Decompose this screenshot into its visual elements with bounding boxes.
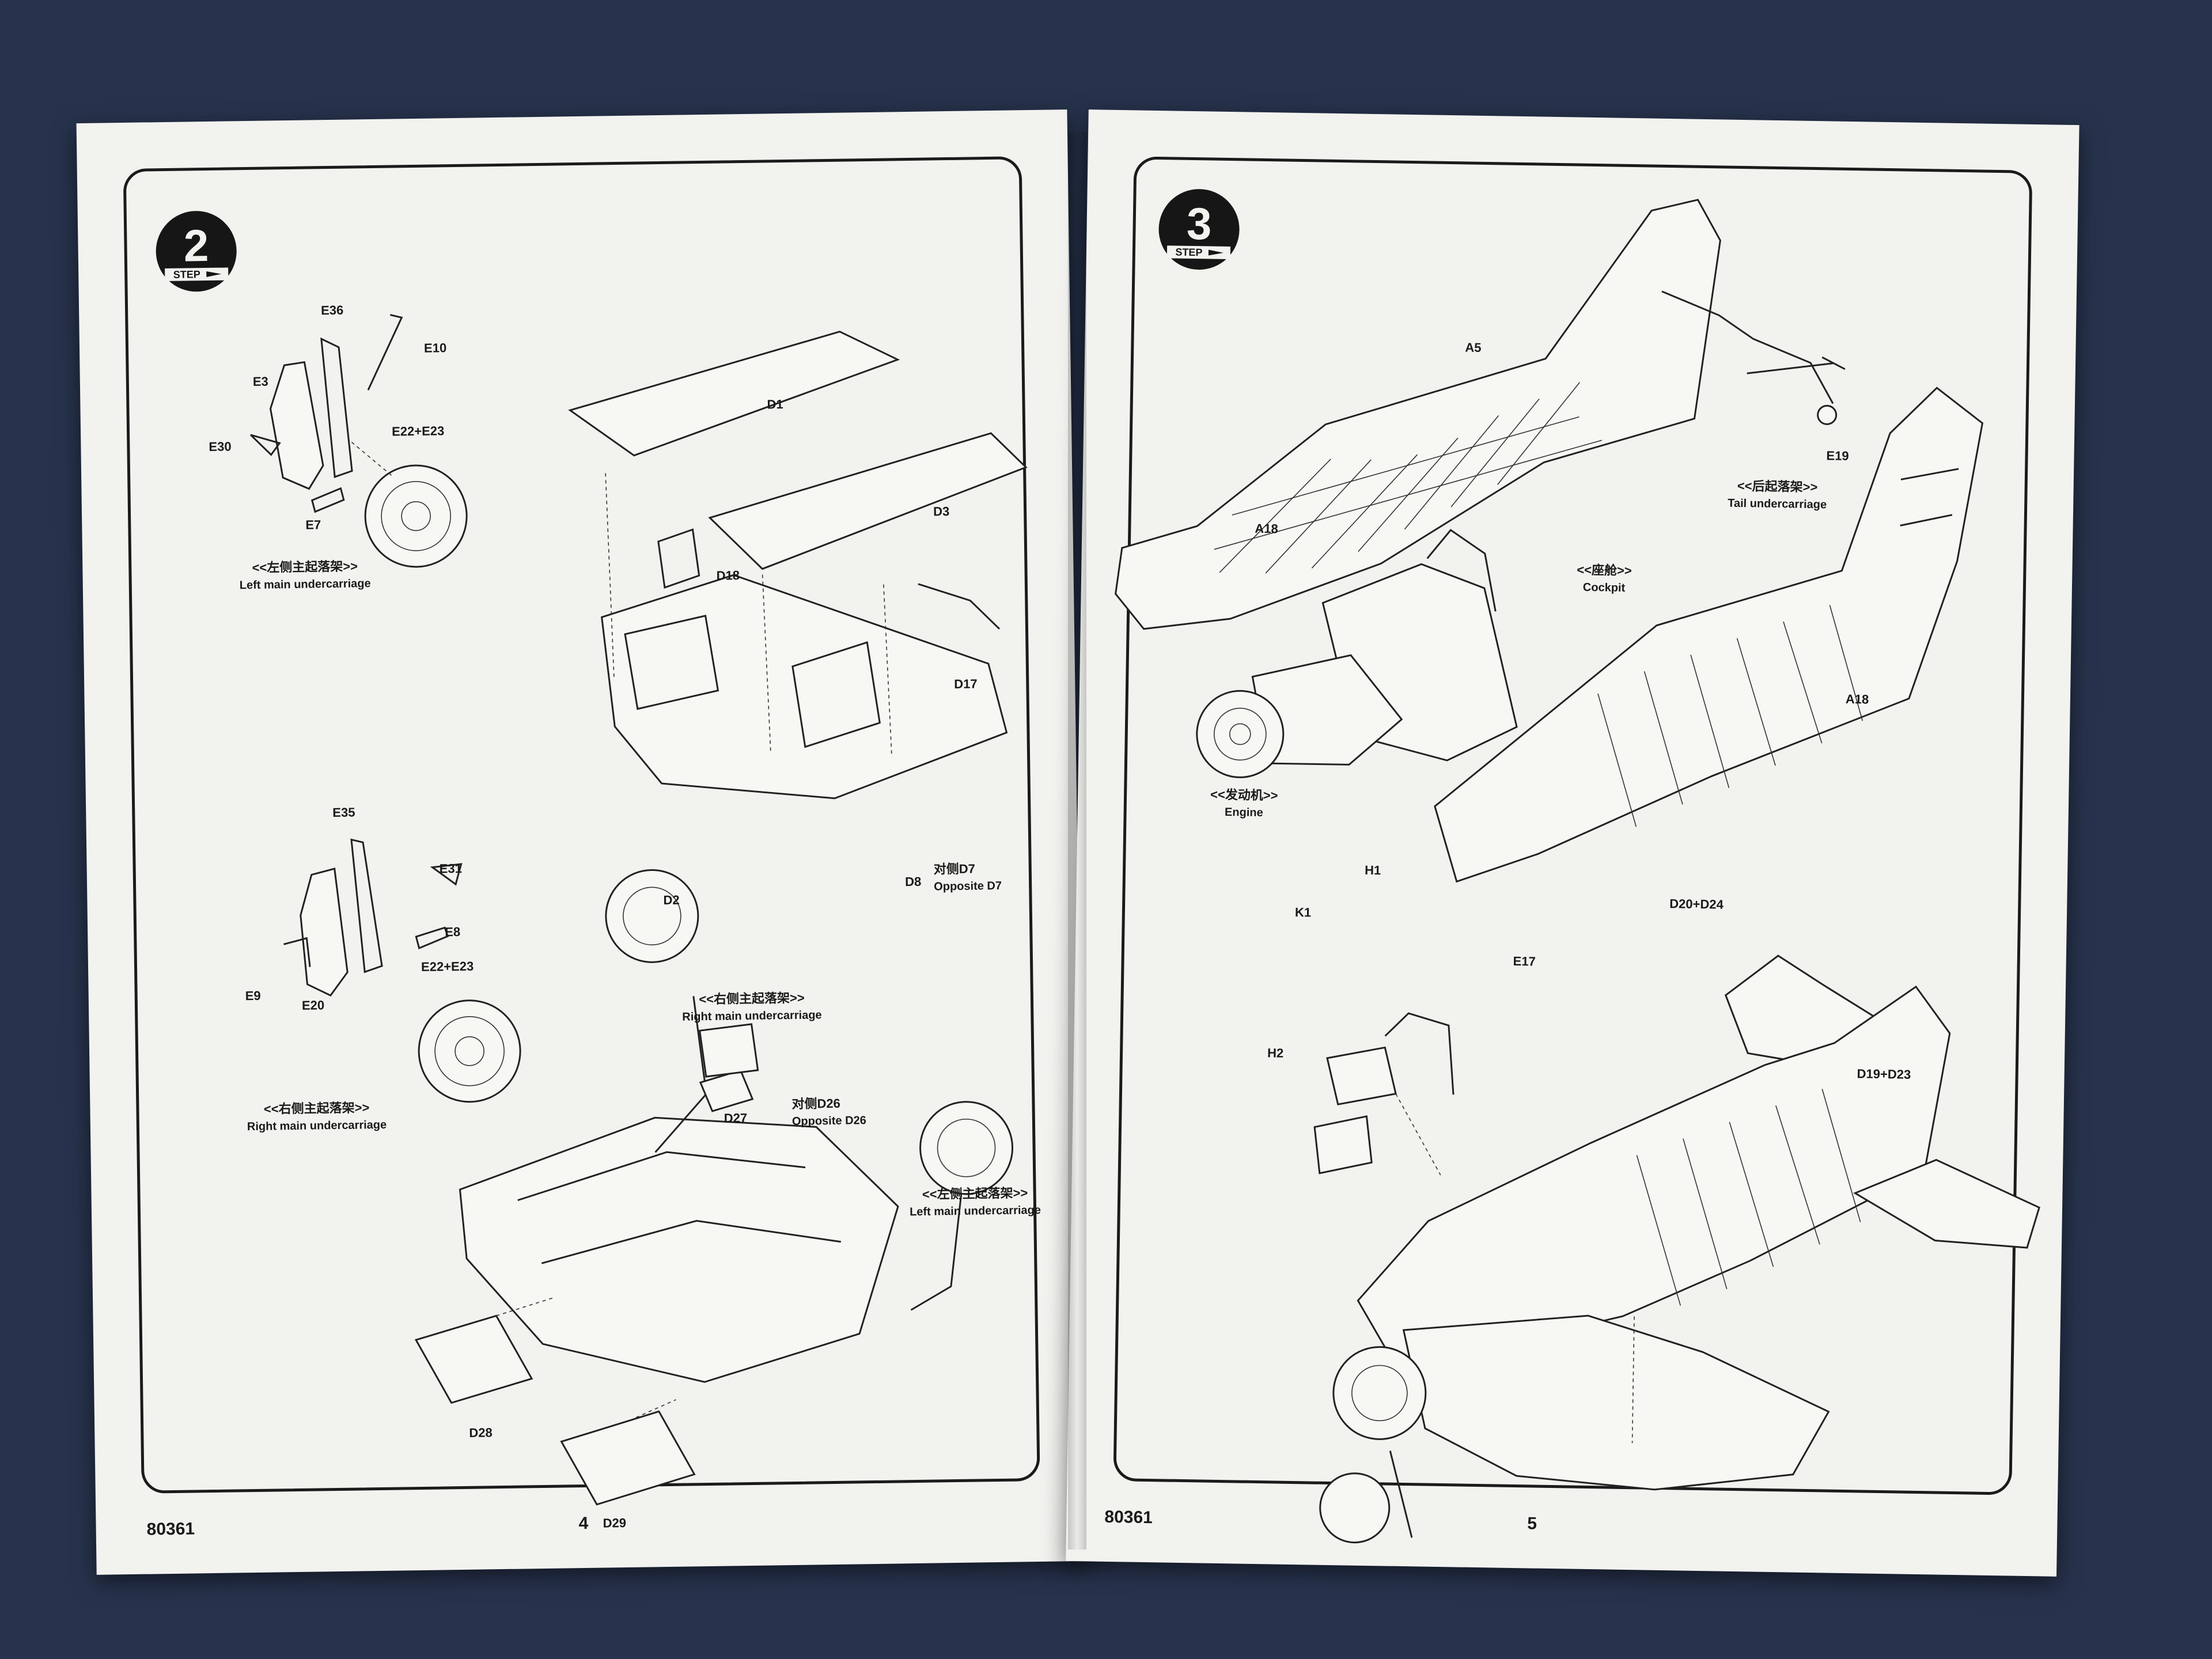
part-label-d3: D3: [933, 504, 950, 519]
part-label-e30: E30: [209, 439, 232, 454]
caption-left-main-undercarriage-top: <<左侧主起落架>> Left main undercarriage: [239, 559, 371, 592]
caption-engine: <<发动机>> Engine: [1210, 787, 1278, 819]
part-label-d8: D8: [904, 874, 922, 889]
svg-text:STEP: STEP: [173, 268, 200, 281]
part-label-e17: E17: [1513, 953, 1536, 969]
part-label-a18-right: A18: [1845, 691, 1869, 707]
part-label-a18-left: A18: [1255, 521, 1278, 536]
svg-text:3: 3: [1186, 198, 1212, 249]
instruction-booklet: 2 STEP: [76, 109, 2080, 1584]
part-label-h2: H2: [1267, 1046, 1284, 1060]
page-right: 3 STEP: [1066, 109, 2080, 1577]
part-label-e19: E19: [1826, 448, 1849, 463]
right-main-undercarriage-drawing: [283, 838, 521, 1103]
part-label-k1: K1: [1294, 904, 1312, 920]
part-label-d29: D29: [603, 1516, 627, 1531]
caption-opposite-d7: 对侧D7 Opposite D7: [933, 861, 1002, 893]
booklet-spine: [1068, 132, 1086, 1550]
part-label-e20: E20: [301, 998, 325, 1013]
kit-number: 80361: [1104, 1507, 1153, 1528]
part-label-e10: E10: [423, 340, 447, 355]
lower-wing-assembly-drawing: [414, 869, 1014, 1506]
part-label-e35: E35: [332, 805, 355, 820]
part-label-e31: E31: [439, 861, 463, 876]
part-label-d2: D2: [663, 892, 680, 908]
part-label-d28: D28: [469, 1425, 493, 1440]
caption-right-main-undercarriage-mid: <<右侧主起落架>> Right main undercarriage: [247, 1100, 387, 1134]
part-label-e8: E8: [445, 924, 461, 940]
step-badge-icon: 3 STEP: [1158, 189, 1240, 270]
assembled-fuselage-drawing: [1434, 387, 1984, 883]
part-label-e3: E3: [252, 374, 268, 389]
page-left: 2 STEP: [76, 109, 1088, 1575]
part-label-d1: D1: [767, 397, 783, 412]
page-number: 4: [578, 1513, 589, 1533]
complete-aircraft-drawing: [1313, 955, 2040, 1544]
part-label-a5: A5: [1465, 340, 1482, 355]
part-label-d17: D17: [954, 676, 978, 691]
assembly-drawings-right: [1115, 199, 2040, 1544]
assembly-drawings-left: [250, 314, 1028, 1506]
part-label-e22-e23-bottom: E22+E23: [421, 959, 474, 974]
part-label-d19-d23: D19+D23: [1857, 1066, 1911, 1082]
part-label-e7: E7: [305, 517, 321, 532]
cockpit-and-engine-drawing: [1196, 529, 1518, 778]
svg-text:STEP: STEP: [1175, 247, 1202, 259]
left-main-undercarriage-drawing: [250, 314, 468, 568]
step-badge-icon: 2 STEP: [156, 211, 237, 292]
part-label-d18: D18: [716, 568, 740, 583]
caption-opposite-d26: 对侧D26 Opposite D26: [791, 1096, 866, 1128]
caption-left-main-undercarriage-right: <<左侧主起落架>> Left main undercarriage: [909, 1185, 1041, 1219]
caption-tail-undercarriage: <<后起落架>> Tail undercarriage: [1728, 478, 1827, 512]
caption-cockpit: <<座舱>> Cockpit: [1577, 562, 1632, 594]
part-label-h1: H1: [1364, 862, 1381, 878]
part-label-d27: D27: [724, 1111, 748, 1126]
svg-text:2: 2: [183, 220, 209, 271]
fuselage-half-drawing: [1115, 199, 1846, 630]
part-label-e22-e23-top: E22+E23: [391, 423, 445, 439]
caption-right-main-undercarriage-center: <<右侧主起落架>> Right main undercarriage: [682, 990, 822, 1024]
page-number: 5: [1527, 1514, 1537, 1533]
part-label-e9: E9: [245, 988, 261, 1003]
part-label-d20-d24: D20+D24: [1669, 896, 1724, 912]
fuselage-centre-section-drawing: [568, 331, 1028, 800]
kit-number: 80361: [146, 1519, 195, 1539]
part-label-e36: E36: [320, 302, 344, 318]
